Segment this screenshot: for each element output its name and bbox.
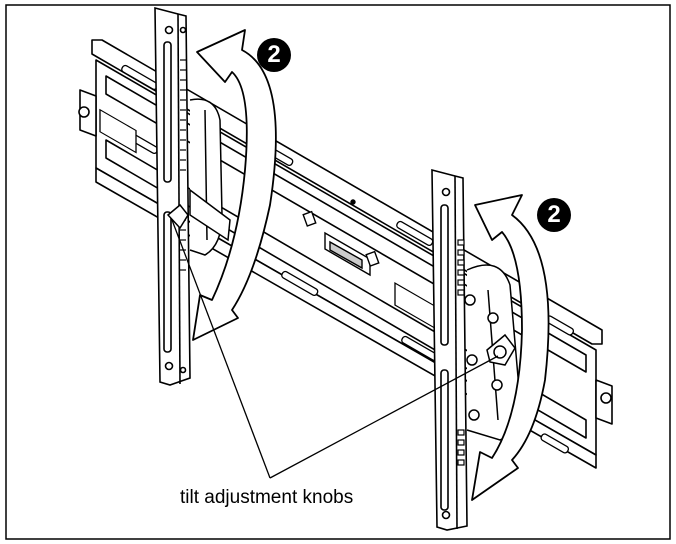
center-plate: [302, 199, 380, 277]
left-tilt-knob: [166, 203, 189, 230]
step-number-badge: 2: [537, 198, 571, 232]
knob-leader-lines: [171, 219, 499, 479]
left-arm-ruler-marks: [180, 59, 186, 271]
right-mount-arm: [431, 168, 468, 531]
left-tilt-bracket: [189, 98, 231, 256]
right-rotation-arrow: [471, 194, 550, 501]
right-arm-ruler-marks: [457, 239, 465, 466]
tilt-knobs-label: tilt adjustment knobs: [180, 487, 354, 508]
step-number-badge: 2: [257, 38, 291, 72]
left-rotation-arrow: [192, 29, 277, 341]
left-mount-arm: [154, 6, 191, 386]
